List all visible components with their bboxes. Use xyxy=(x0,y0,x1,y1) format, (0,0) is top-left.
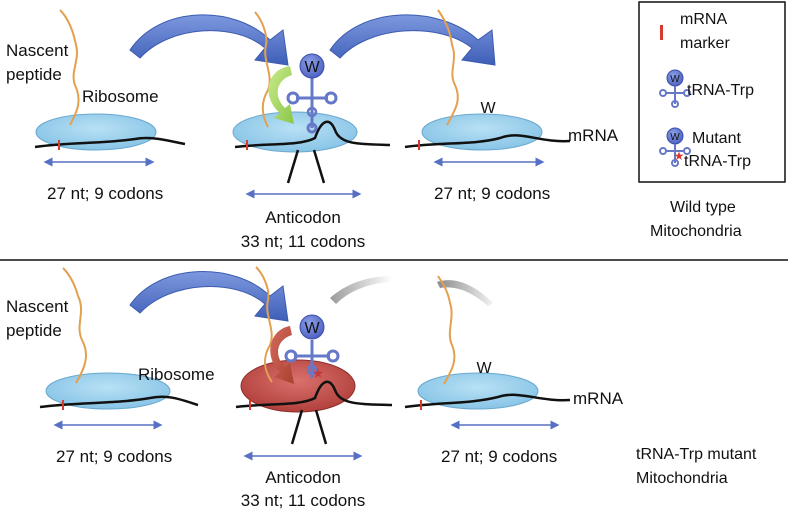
stalled-ribosome xyxy=(240,359,356,413)
mrna-strand xyxy=(404,134,571,149)
mrna-marker xyxy=(418,140,420,150)
mutation-star-icon: ★ xyxy=(674,149,685,163)
mutant-trna-icon: W ★ xyxy=(659,127,691,167)
panel-title-line1: tRNA-Trp mutant xyxy=(636,446,757,463)
legend-marker-label: marker xyxy=(680,35,730,52)
legend-mutant-label: Mutant xyxy=(692,130,741,147)
mrna-strand xyxy=(235,380,393,409)
tryptophan-label: W xyxy=(476,360,492,377)
panel-title-line1: Wild type xyxy=(670,199,736,216)
mrna-strand xyxy=(34,136,186,149)
anticodon-pointer-right xyxy=(312,149,326,184)
nascent-peptide-chain xyxy=(254,11,271,128)
legend: mRNA marker W tRNA-Trp W ★ xyxy=(638,1,786,183)
ribosome-label: Ribosome xyxy=(138,365,215,384)
legend-trna-label: tRNA-Trp xyxy=(687,82,754,99)
tryptophan-label: W xyxy=(480,100,496,117)
mrna-marker xyxy=(58,140,60,150)
span-label-middle: 33 nt; 11 codons xyxy=(241,232,365,251)
mrna-label: mRNA xyxy=(568,126,619,145)
span-label-right: 27 nt; 9 codons xyxy=(441,447,557,466)
span-label-middle: 33 nt; 11 codons xyxy=(241,491,365,510)
nascent-peptide-chain xyxy=(59,9,80,126)
anticodon-pointer-right xyxy=(314,409,328,445)
anticodon-label: Anticodon xyxy=(265,468,341,487)
mrna-marker xyxy=(249,400,251,410)
nascent-peptide-chain xyxy=(255,266,273,383)
peptide-label: peptide xyxy=(6,321,62,340)
faded-arrow-2 xyxy=(437,280,493,306)
ribosome-right xyxy=(421,113,543,151)
svg-text:W: W xyxy=(670,132,680,143)
trna-trp xyxy=(286,78,338,134)
mrna-marker xyxy=(62,400,64,410)
nascent-peptide-chain xyxy=(437,275,456,385)
translocation-arrow-1 xyxy=(129,14,289,66)
trna-icon: W xyxy=(659,69,691,108)
mrna-strand xyxy=(39,395,199,409)
anticodon-pointer-left xyxy=(290,409,304,445)
anticodon-pointer-left xyxy=(286,149,300,184)
translocation-arrow-2 xyxy=(329,14,496,66)
mutant-trna-trp: ★ xyxy=(284,340,340,381)
tryptophan-bead xyxy=(299,314,325,340)
mutant-panel: ★ W W Nascent peptide Ribosome mRNA 27 n… xyxy=(6,266,757,510)
panel-title-line2: Mitochondria xyxy=(636,470,728,487)
wild-type-panel: W W Nascent peptide Ribosome mRNA 27 nt;… xyxy=(6,1,786,251)
nascent-peptide-chain xyxy=(437,9,459,126)
ribosome-right xyxy=(417,372,539,410)
tryptophan-label: W xyxy=(304,59,320,76)
mrna-marker xyxy=(420,400,422,410)
translocation-arrow-1 xyxy=(129,271,289,322)
mrna-label: mRNA xyxy=(573,389,624,408)
mutation-star-icon: ★ xyxy=(312,365,325,381)
nascent-label: Nascent xyxy=(6,41,69,60)
legend-mutant-trna-label: tRNA-Trp xyxy=(684,153,751,170)
tryptophan-bead xyxy=(299,53,325,79)
tryptophan-label: W xyxy=(304,320,320,337)
nascent-peptide-chain xyxy=(62,267,87,384)
red-return-arrow xyxy=(270,326,294,384)
peptide-label: peptide xyxy=(6,65,62,84)
span-label-right: 27 nt; 9 codons xyxy=(434,184,550,203)
mrna-marker xyxy=(246,140,248,150)
nascent-label: Nascent xyxy=(6,297,69,316)
span-label-left: 27 nt; 9 codons xyxy=(47,184,163,203)
legend-mrna-label: mRNA xyxy=(680,11,727,28)
anticodon-label: Anticodon xyxy=(265,208,341,227)
green-return-arrow xyxy=(268,66,294,124)
mrna-strand xyxy=(234,120,391,149)
svg-text:W: W xyxy=(670,74,680,85)
ribosome-label: Ribosome xyxy=(82,87,159,106)
mrna-strand xyxy=(404,393,571,409)
span-label-left: 27 nt; 9 codons xyxy=(56,447,172,466)
panel-title-line2: Mitochondria xyxy=(650,223,742,240)
faded-arrow-1 xyxy=(330,276,392,304)
mrna-marker-icon xyxy=(660,25,663,40)
